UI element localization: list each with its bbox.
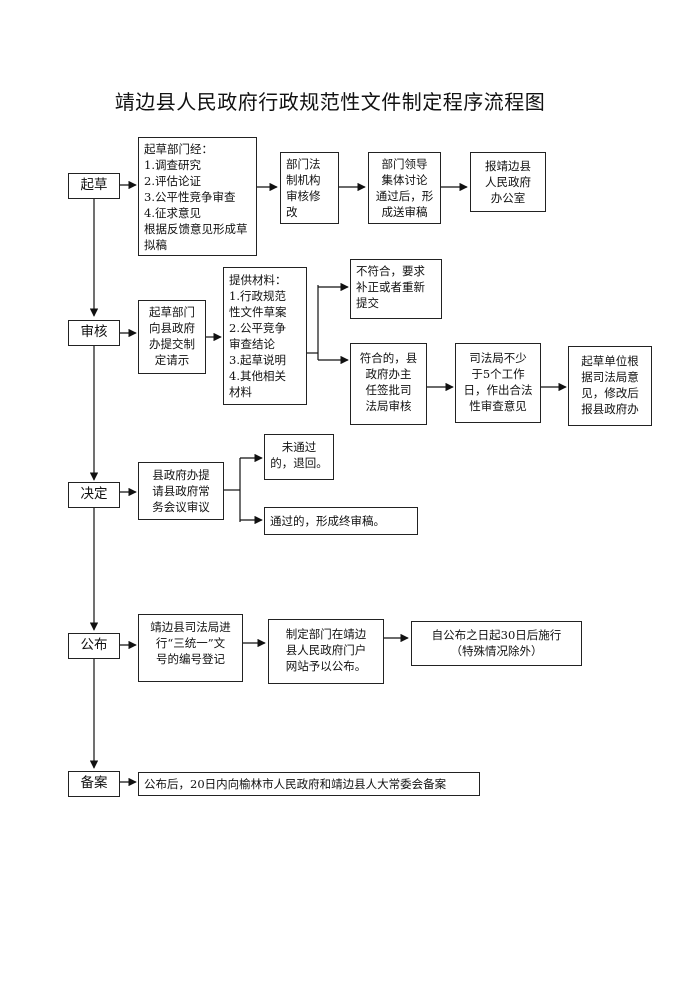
page-title: 靖边县人民政府行政规范性文件制定程序流程图 — [114, 90, 546, 114]
publish-registration-box: 靖边县司法局进 行“三统一”文 号的编号登记 — [138, 614, 243, 682]
publish-effective-box: 自公布之日起30日后施行 （特殊情况除外） — [411, 621, 582, 666]
decide-meeting-box: 县政府办提 请县政府常 务会议审议 — [138, 462, 224, 520]
stage-review: 审核 — [68, 320, 120, 346]
publish-website-box: 制定部门在靖边 县人民政府门户 网站予以公布。 — [268, 619, 384, 684]
review-justice-box: 司法局不少 于5个工作 日，作出合法 性审查意见 — [455, 343, 541, 423]
review-materials-box: 提供材料： 1.行政规范 性文件草案 2.公平竞争 审查结论 3.起草说明 4.… — [223, 267, 307, 405]
review-pass-box: 符合的，县 政府办主 任签批司 法局审核 — [350, 343, 427, 425]
review-fail-box: 不符合，要求 补正或者重新 提交 — [350, 259, 442, 319]
decide-pass-box: 通过的，形成终审稿。 — [264, 507, 418, 535]
record-filing-box: 公布后，20日内向榆林市人民政府和靖边县人大常委会备案 — [138, 772, 480, 796]
draft-leadership-box: 部门领导 集体讨论 通过后，形 成送审稿 — [368, 152, 441, 224]
draft-legal-review-box: 部门法 制机构 审核修 改 — [280, 152, 339, 224]
review-request-box: 起草部门 向县政府 办提交制 定请示 — [138, 300, 206, 374]
draft-steps-box: 起草部门经： 1.调查研究 2.评估论证 3.公平性竞争审查 4.征求意见 根据… — [138, 137, 257, 256]
stage-decide: 决定 — [68, 482, 120, 508]
review-revise-box: 起草单位根 据司法局意 见，修改后 报县政府办 — [568, 346, 652, 426]
stage-draft: 起草 — [68, 173, 120, 199]
decide-fail-box: 未通过 的，退回。 — [264, 434, 334, 480]
stage-publish: 公布 — [68, 633, 120, 659]
draft-submit-office-box: 报靖边县 人民政府 办公室 — [470, 152, 546, 212]
stage-record: 备案 — [68, 771, 120, 797]
